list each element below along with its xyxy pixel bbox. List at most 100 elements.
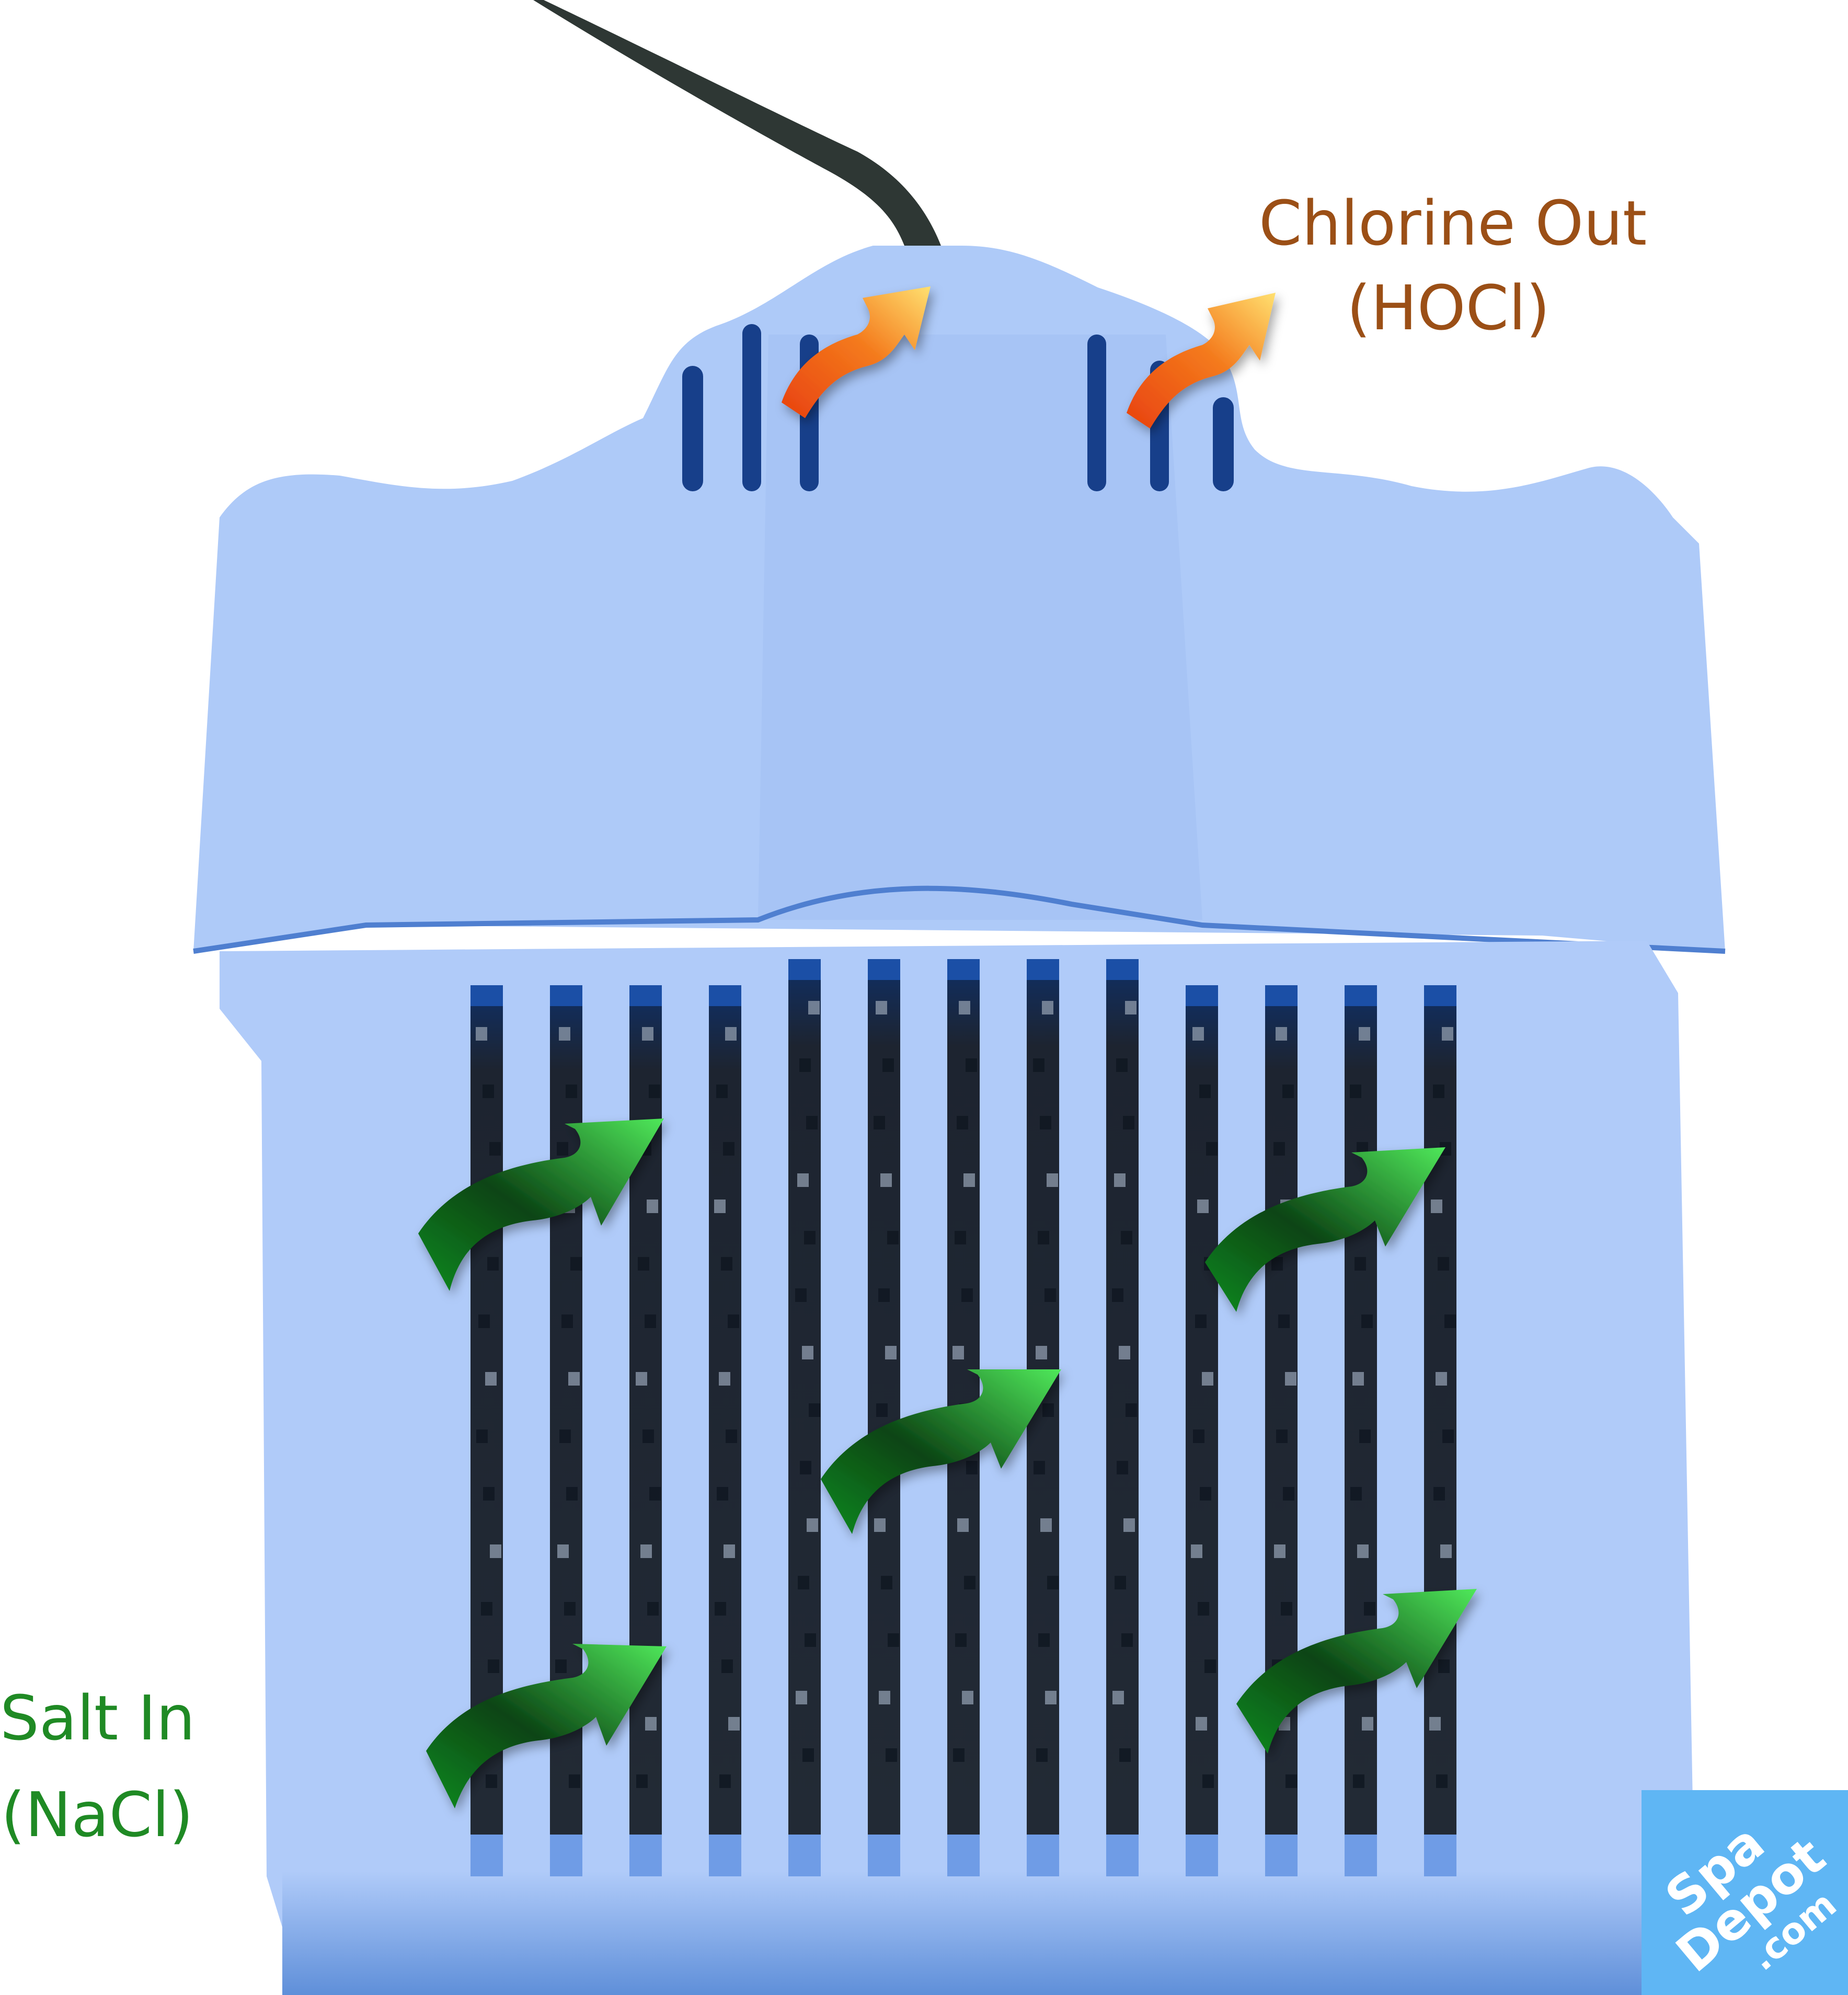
salt-in-arrow-icon bbox=[1236, 1589, 1477, 1754]
plate-texture bbox=[564, 1602, 576, 1616]
plate-texture bbox=[1126, 1403, 1137, 1417]
plate-texture bbox=[721, 1257, 732, 1271]
electrode-slot bbox=[470, 985, 503, 1835]
slot-base-stub bbox=[1345, 1835, 1377, 1876]
chlorine-out-arrow-icon bbox=[782, 286, 931, 418]
plate-texture bbox=[1276, 1429, 1288, 1443]
plate-texture bbox=[1116, 1058, 1128, 1072]
chlorine-out-formula: (HOCl) bbox=[1347, 272, 1550, 344]
slot-base-stub bbox=[1265, 1835, 1298, 1876]
slot-base-stub bbox=[470, 1835, 503, 1876]
plate-texture bbox=[1119, 1346, 1130, 1359]
plate-texture bbox=[798, 1576, 809, 1589]
plate-texture bbox=[1440, 1544, 1452, 1558]
electrode-slot bbox=[709, 985, 741, 1835]
plate-texture bbox=[804, 1231, 816, 1244]
plate-texture bbox=[555, 1659, 567, 1673]
plate-texture bbox=[887, 1231, 899, 1244]
plate-texture bbox=[797, 1173, 809, 1187]
plate-texture bbox=[1352, 1372, 1364, 1386]
plate-texture bbox=[715, 1602, 726, 1616]
plate-texture bbox=[955, 1231, 966, 1244]
slot-top-edge bbox=[868, 959, 900, 980]
plate-texture bbox=[1357, 1544, 1369, 1558]
plate-texture bbox=[642, 1429, 654, 1443]
plate-texture bbox=[1285, 1372, 1296, 1386]
plate-texture bbox=[570, 1257, 582, 1271]
plate-texture bbox=[725, 1027, 737, 1041]
plate-texture bbox=[716, 1085, 728, 1098]
slot-base-stub bbox=[868, 1835, 900, 1876]
plate-texture bbox=[1436, 1774, 1448, 1788]
plate-texture bbox=[1115, 1576, 1126, 1589]
plate-texture bbox=[557, 1142, 568, 1156]
electrode-slot bbox=[868, 959, 900, 1835]
plate-texture bbox=[1273, 1142, 1285, 1156]
plate-texture bbox=[957, 1518, 969, 1532]
slot-base-stub bbox=[788, 1835, 821, 1876]
plate-texture bbox=[1442, 1429, 1454, 1443]
plate-texture bbox=[1117, 1461, 1128, 1474]
plate-texture bbox=[636, 1774, 648, 1788]
plate-texture bbox=[1192, 1027, 1204, 1041]
plate-texture bbox=[952, 1346, 964, 1359]
plate-texture bbox=[876, 1403, 888, 1417]
plate-texture bbox=[1114, 1173, 1126, 1187]
plate-texture bbox=[966, 1461, 978, 1474]
plate-texture bbox=[566, 1085, 577, 1098]
slot-base-stub bbox=[1106, 1835, 1139, 1876]
electrode-slot bbox=[1106, 959, 1139, 1835]
plate-texture bbox=[961, 1288, 973, 1302]
plate-texture bbox=[1123, 1518, 1135, 1532]
plate-texture bbox=[481, 1602, 492, 1616]
plate-texture bbox=[1359, 1027, 1370, 1041]
plate-texture bbox=[885, 1346, 897, 1359]
slot-base-stub bbox=[947, 1835, 980, 1876]
slot-top-edge bbox=[1027, 959, 1059, 980]
plate-texture bbox=[1282, 1085, 1294, 1098]
plate-texture bbox=[1200, 1487, 1211, 1501]
plate-texture bbox=[1271, 1257, 1283, 1271]
plate-texture bbox=[728, 1717, 740, 1731]
slot-base-stub bbox=[1027, 1835, 1059, 1876]
plate-texture bbox=[1047, 1576, 1059, 1589]
plate-texture bbox=[485, 1372, 497, 1386]
plate-texture bbox=[881, 1576, 892, 1589]
plate-texture bbox=[721, 1659, 733, 1673]
plate-texture bbox=[1045, 1691, 1057, 1704]
slot-base-stub bbox=[709, 1835, 741, 1876]
plate-texture bbox=[1438, 1257, 1449, 1271]
plate-texture bbox=[879, 1691, 890, 1704]
plate-texture bbox=[1193, 1429, 1204, 1443]
logo-background bbox=[1642, 1790, 1848, 1995]
plate-texture bbox=[1123, 1116, 1134, 1129]
slot-top-edge bbox=[470, 985, 503, 1006]
slot-top-edge bbox=[1186, 985, 1218, 1006]
plate-texture bbox=[490, 1544, 501, 1558]
plate-texture bbox=[806, 1116, 818, 1129]
plate-texture bbox=[1121, 1633, 1133, 1647]
plate-texture bbox=[1044, 1288, 1056, 1302]
electrode-slot bbox=[1424, 985, 1456, 1835]
plate-texture bbox=[566, 1487, 578, 1501]
plate-texture bbox=[569, 1774, 580, 1788]
plate-texture bbox=[488, 1659, 499, 1673]
cap-center-ridge bbox=[758, 335, 1202, 920]
plate-texture bbox=[1285, 1774, 1297, 1788]
plate-texture bbox=[476, 1027, 487, 1041]
chlorine-out-arrow-icon bbox=[1127, 293, 1276, 429]
salt-in-arrow-icon bbox=[426, 1644, 667, 1808]
plate-texture bbox=[1442, 1027, 1453, 1041]
plate-texture bbox=[957, 1116, 968, 1129]
plate-texture bbox=[1033, 1058, 1044, 1072]
plate-texture bbox=[1038, 1231, 1049, 1244]
plate-texture bbox=[800, 1461, 811, 1474]
salt-in-arrow-icon bbox=[821, 1369, 1061, 1534]
plate-texture bbox=[724, 1544, 735, 1558]
plate-texture bbox=[1359, 1429, 1371, 1443]
plate-texture bbox=[888, 1633, 899, 1647]
plate-texture bbox=[557, 1544, 569, 1558]
plate-texture bbox=[645, 1314, 656, 1328]
slot-base-stub bbox=[629, 1835, 662, 1876]
plate-texture bbox=[647, 1602, 659, 1616]
